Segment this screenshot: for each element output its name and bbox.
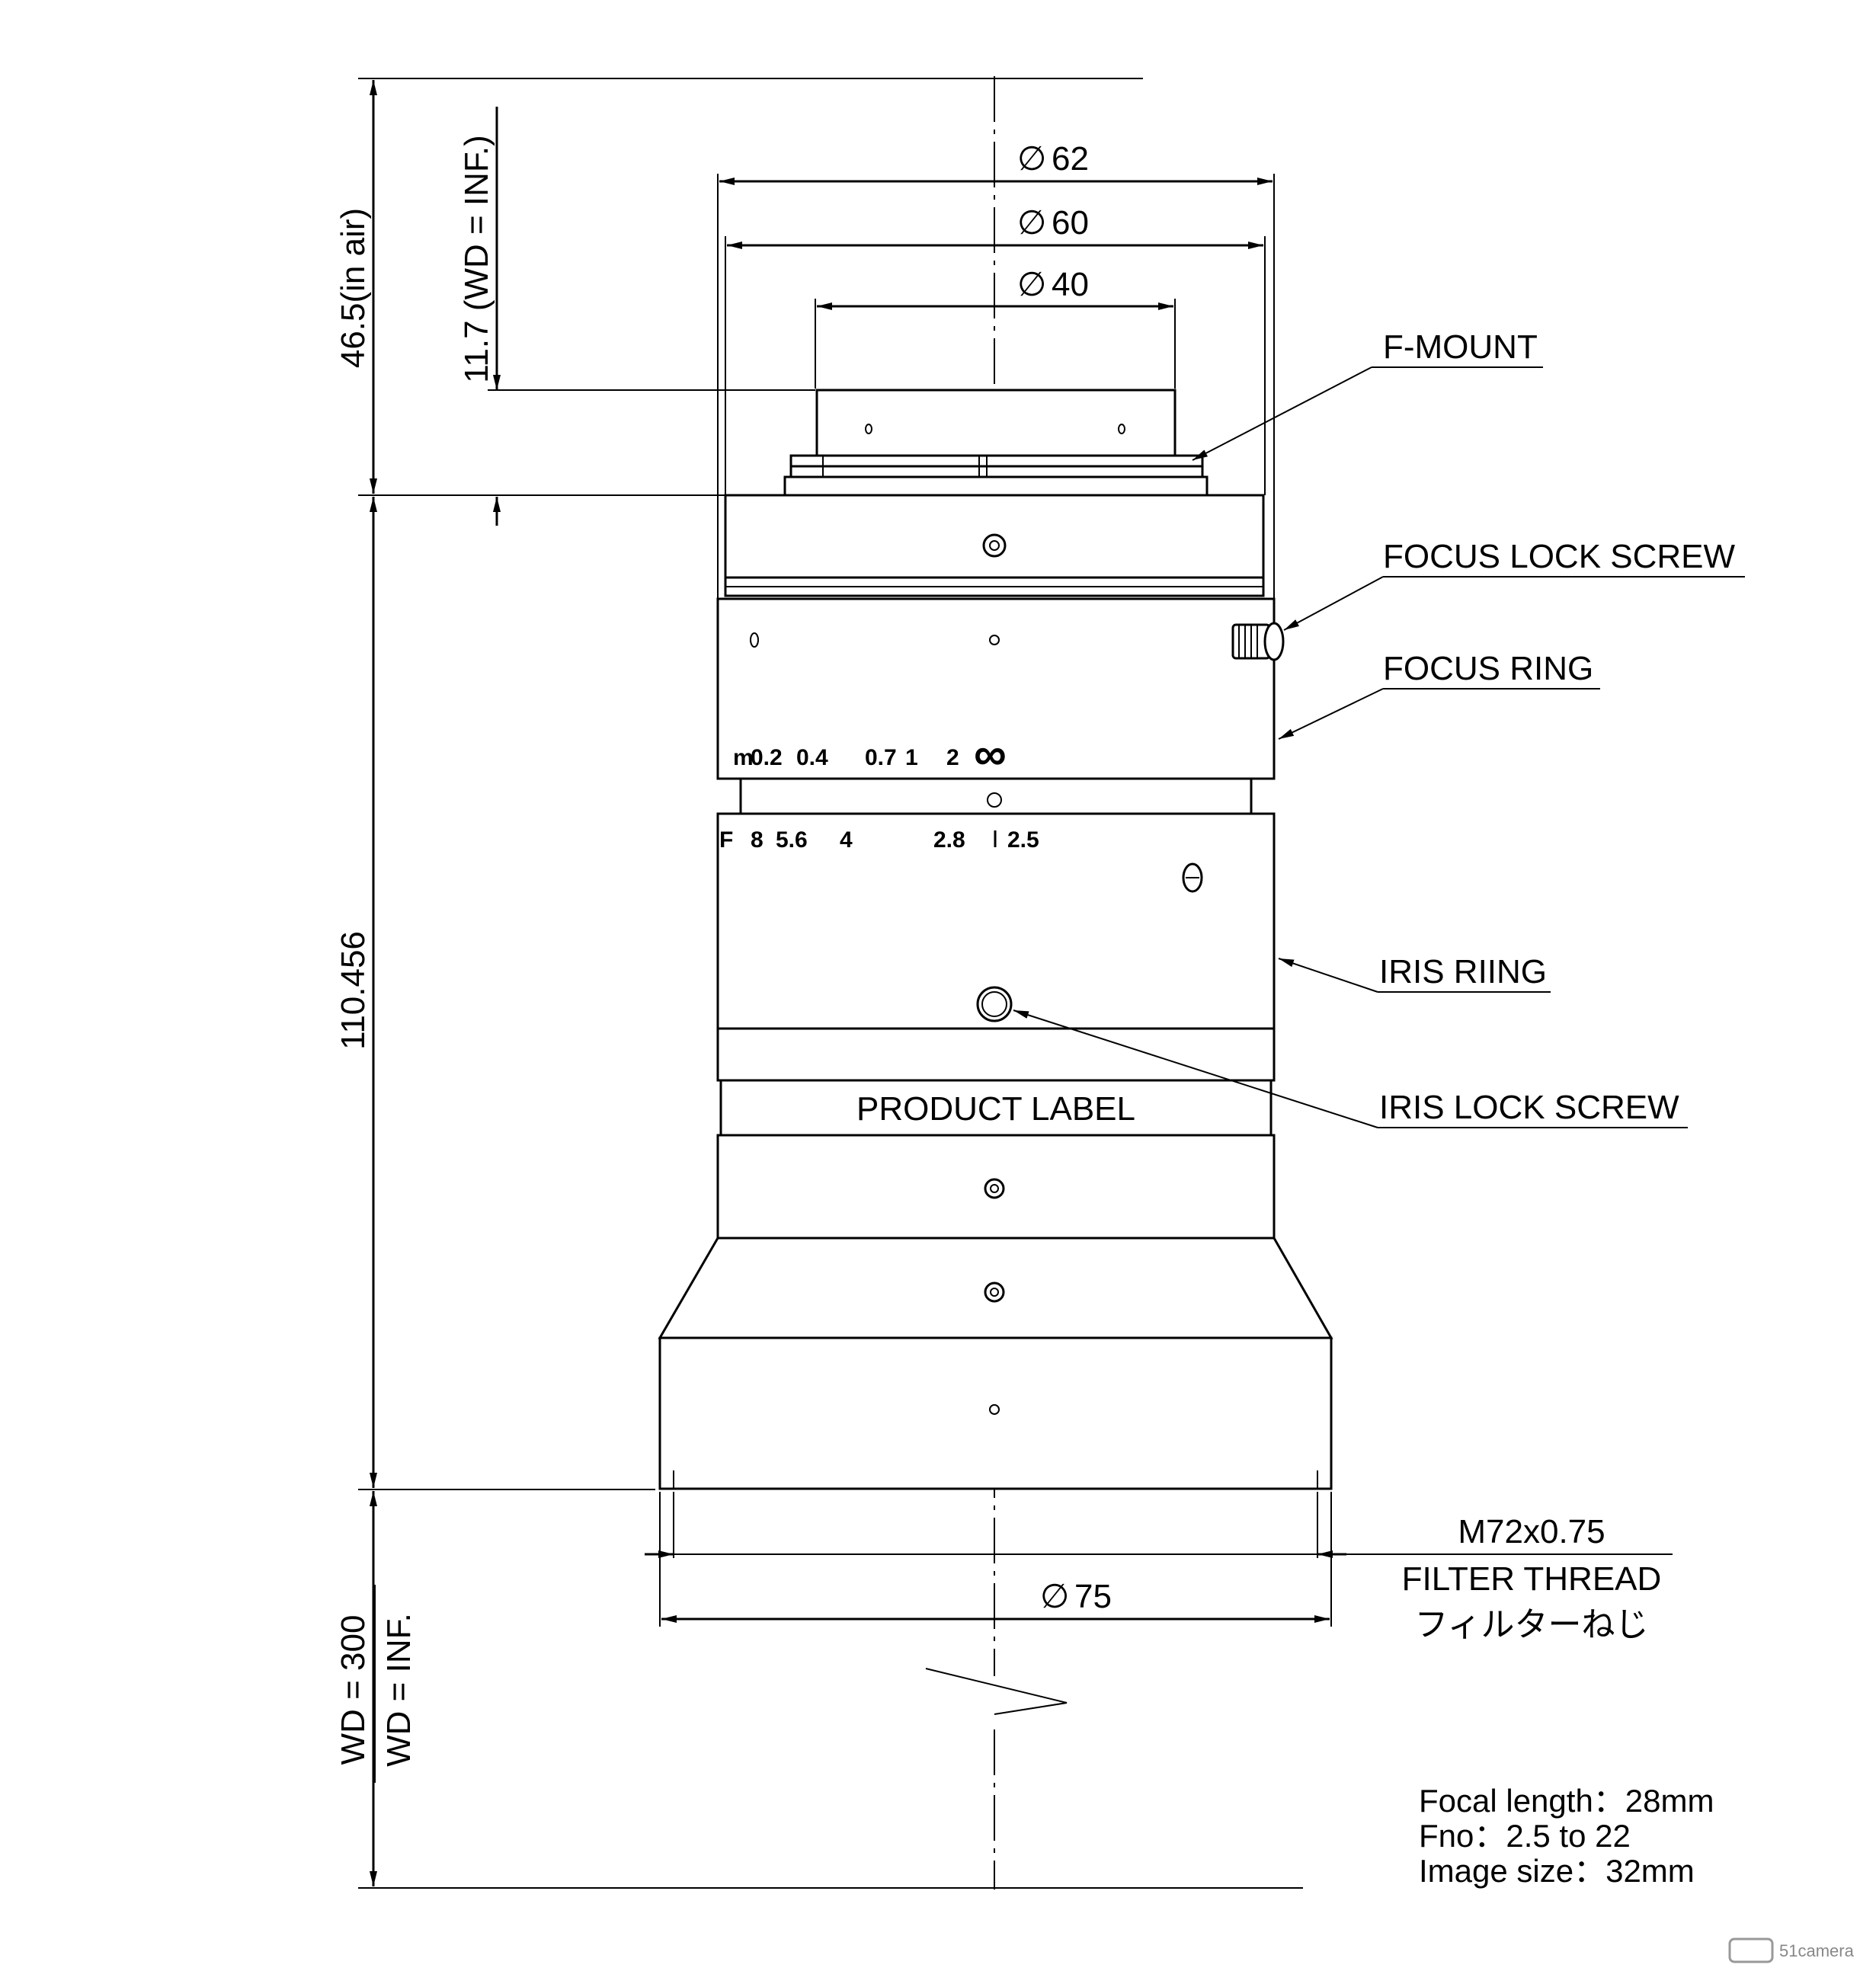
callout-f-mount: F-MOUNT — [1383, 328, 1538, 366]
iris-scale-4: 4 — [840, 827, 853, 853]
front-cone-screw-inner — [990, 1288, 999, 1297]
product-label: PRODUCT LABEL — [856, 1090, 1135, 1128]
focus-scale-m: m — [733, 745, 754, 770]
rear-screw — [982, 533, 1007, 558]
iris-scale-5-6: 5.6 — [776, 827, 808, 853]
focus-scale-0-4: 0.4 — [796, 745, 828, 770]
dim-dia40: 40 — [1052, 266, 1089, 303]
mid-neck-mark — [987, 792, 1002, 808]
product-label-band — [719, 1079, 1273, 1137]
iris-lock-screw[interactable] — [976, 986, 1013, 1022]
break-symbol — [925, 1668, 1068, 1715]
dim-back-focus: 46.5(in air) — [335, 208, 372, 368]
dim-dia75: 75 — [1074, 1578, 1112, 1615]
callout-iris-ring: IRIS RIING — [1379, 953, 1547, 990]
dia60-symbol: ∅ — [1017, 204, 1046, 242]
mount-pin-right — [1118, 424, 1125, 434]
f-mount-base — [783, 475, 1209, 497]
focus-ring-mark — [989, 635, 1000, 645]
f-mount-top — [815, 389, 1177, 457]
dia40-symbol: ∅ — [1017, 266, 1046, 303]
rear-section — [724, 494, 1265, 579]
spec-focal-length: Focal length：28mm — [1419, 1783, 1714, 1819]
iris-ring-pin — [1182, 862, 1203, 893]
callout-focus-lock-screw: FOCUS LOCK SCREW — [1383, 538, 1736, 575]
focus-lock-screw-tip — [1263, 622, 1285, 661]
front-barrel-screw — [984, 1178, 1005, 1199]
callout-focus-ring: FOCUS RING — [1383, 650, 1593, 687]
watermark-logo-icon — [1728, 1937, 1774, 1963]
dim-flange: 11.7 (WD = INF.) — [458, 135, 495, 383]
f-mount-bayonet — [789, 454, 1204, 468]
dia75-symbol: ∅ — [1040, 1578, 1069, 1615]
dim-wd-300: WD = 300 — [335, 1615, 372, 1765]
focus-scale-0-2: 0.2 — [751, 745, 783, 770]
leader-f-mount — [1192, 366, 1372, 461]
leader-focus-ring — [1278, 688, 1384, 740]
spec-fno: Fno：2.5 to 22 — [1419, 1818, 1631, 1854]
iris-lock-screw-inner — [981, 991, 1007, 1017]
leader-iris-ring — [1278, 958, 1378, 993]
focus-ring[interactable] — [716, 597, 1276, 780]
mid-neck — [739, 777, 1253, 815]
mount-pin-left — [865, 424, 872, 434]
callout-iris-lock-screw: IRIS LOCK SCREW — [1379, 1089, 1679, 1126]
iris-scale-f: F — [719, 827, 733, 853]
dim-dia62: 62 — [1052, 140, 1089, 178]
filter-thread-label-jp: フィルターねじ — [1414, 1606, 1648, 1643]
dia62-symbol: ∅ — [1017, 140, 1046, 178]
leader-focus-lock — [1283, 576, 1384, 631]
focus-scale-0-7: 0.7 — [865, 745, 897, 770]
leader-iris-lock — [1013, 1009, 1378, 1128]
front-hood-mark — [989, 1404, 1000, 1415]
filter-thread-size: M72x0.75 — [1458, 1513, 1605, 1550]
front-barrel — [716, 1134, 1276, 1240]
iris-band — [716, 1027, 1276, 1082]
watermark-logo: 51camera — [1779, 1941, 1855, 1960]
f-mount-bayonet-lower — [789, 465, 1204, 478]
iris-scale-8: 8 — [751, 827, 764, 853]
rear-screw-inner — [989, 540, 1000, 551]
dim-wd-inf: WD = INF. — [380, 1613, 418, 1767]
iris-scale-2-5: 2.5 — [1007, 827, 1039, 853]
iris-scale-2-8: 2.8 — [933, 827, 965, 853]
filter-thread-label: FILTER THREAD — [1402, 1560, 1662, 1598]
dim-dia60: 60 — [1052, 204, 1089, 242]
focus-scale-1: 1 — [905, 745, 918, 770]
focus-ring-index-dot — [750, 632, 759, 648]
dim-length: 110.456 — [335, 931, 372, 1050]
spec-image-size: Image size：32mm — [1419, 1853, 1695, 1889]
focus-scale-2: 2 — [946, 745, 959, 770]
focus-scale-infinity: ∞ — [974, 728, 1007, 779]
front-cone-screw — [984, 1281, 1005, 1303]
front-barrel-screw-inner — [990, 1184, 999, 1193]
